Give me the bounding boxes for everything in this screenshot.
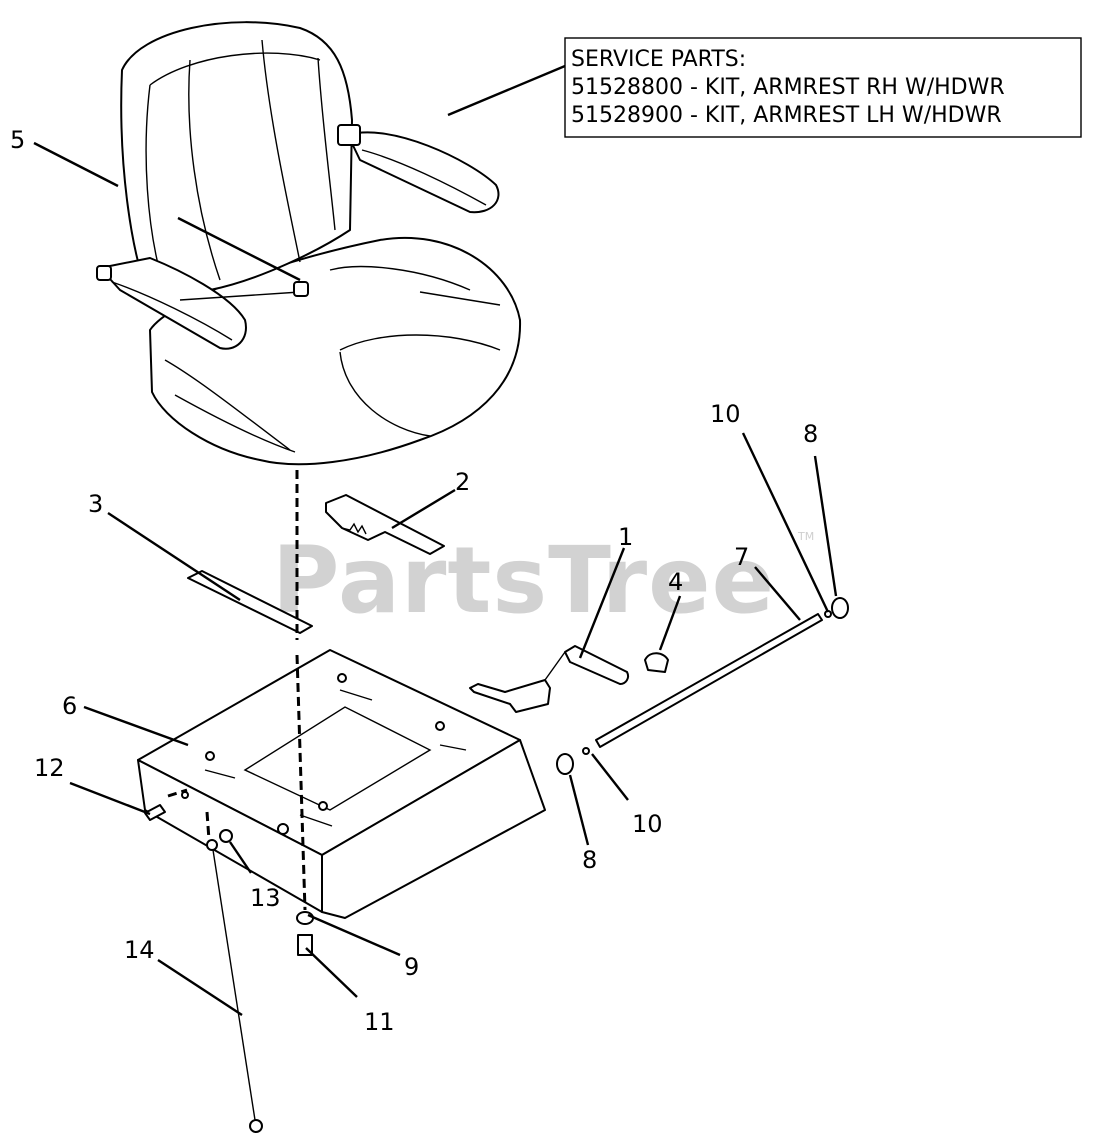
part-washer [219, 829, 233, 843]
callout-7: 7 [734, 543, 749, 571]
callout-9: 9 [404, 953, 419, 981]
part-bushing-left [556, 753, 574, 775]
callout-4: 4 [668, 568, 683, 596]
part-bushing-right [831, 597, 849, 619]
callout-6: 6 [62, 692, 77, 720]
watermark-text: PartsTree [272, 527, 775, 634]
part-rod [595, 613, 823, 748]
callout-10-upper: 10 [710, 400, 741, 428]
service-parts-heading: SERVICE PARTS: [571, 47, 746, 72]
callout-12: 12 [34, 754, 65, 782]
alignment-line-center [295, 470, 307, 911]
callout-11: 11 [364, 1008, 395, 1036]
callout-5: 5 [10, 126, 25, 154]
part-handle [469, 645, 630, 713]
part-pin-side [144, 804, 166, 821]
leader-lines [33, 141, 838, 1017]
leader-service-box [447, 64, 566, 117]
callout-2: 2 [455, 468, 470, 496]
service-parts-box: SERVICE PARTS: 51528800 - KIT, ARMREST R… [564, 37, 1082, 138]
callout-8-lower: 8 [582, 846, 597, 874]
part-clip-left [582, 747, 590, 755]
seat-assembly [96, 21, 522, 466]
part-cable [206, 839, 263, 1133]
part-grip [644, 652, 669, 673]
part-nut [296, 911, 314, 925]
alignment-line-pin [167, 788, 188, 798]
callout-10-lower: 10 [632, 810, 663, 838]
service-part-lh-armrest: 51528900 - KIT, ARMREST LH W/HDWR [571, 103, 1002, 128]
callout-1: 1 [618, 523, 633, 551]
callout-3: 3 [88, 490, 103, 518]
part-slide-bracket [325, 494, 445, 555]
callout-14: 14 [124, 936, 155, 964]
service-part-rh-armrest: 51528800 - KIT, ARMREST RH W/HDWR [571, 75, 1005, 100]
callout-13: 13 [250, 884, 281, 912]
watermark-trademark: TM [797, 530, 814, 543]
callout-8-upper: 8 [803, 420, 818, 448]
alignment-line-cable [205, 811, 211, 841]
